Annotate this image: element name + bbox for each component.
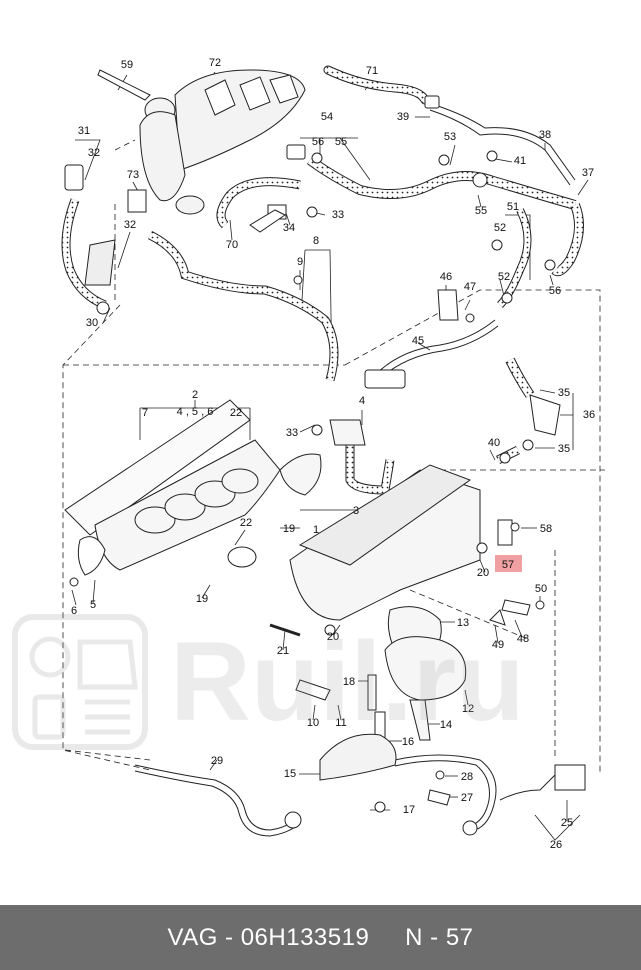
footer-bar: VAG - 06H133519 N - 57: [0, 905, 641, 970]
callout-58: 58: [540, 523, 552, 535]
callout-10: 10: [307, 717, 319, 729]
callout-22: 22: [230, 407, 242, 419]
callout-26: 26: [550, 839, 562, 851]
callout-11: 11: [335, 717, 346, 729]
callout-40: 40: [488, 437, 500, 449]
callout-48: 48: [517, 633, 529, 645]
callout-37: 37: [582, 167, 594, 179]
callout-46: 46: [440, 271, 452, 283]
callout-35: 35: [558, 387, 570, 399]
callout-6: 6: [71, 605, 77, 617]
callout-55: 55: [335, 136, 347, 148]
callout-45: 45: [412, 335, 424, 347]
callout-52: 52: [494, 222, 506, 234]
callout-56: 56: [549, 285, 561, 297]
callout-50: 50: [535, 583, 547, 595]
callout-4: 4: [359, 395, 365, 407]
callout-33: 33: [332, 209, 344, 221]
callout-59: 59: [121, 59, 133, 71]
callout-20: 20: [477, 567, 489, 579]
callout-19: 19: [196, 593, 208, 605]
small-parts: [64, 69, 586, 836]
highlight-box: [495, 555, 522, 572]
callout-22: 22: [240, 517, 252, 529]
callout-2: 2: [192, 389, 198, 401]
callout-54: 54: [321, 111, 333, 123]
part-number-label: VAG - 06H133519 N - 57: [167, 923, 474, 951]
pipes: [134, 104, 576, 837]
callout-35: 35: [558, 443, 570, 455]
dashed-guide-lines: [62, 139, 605, 775]
callout-4-5-6: 4 , 5 , 6: [177, 406, 214, 418]
callout-1: 1: [313, 524, 319, 536]
callout-18: 18: [343, 676, 355, 688]
callout-16: 16: [402, 736, 414, 748]
callout-51: 51: [507, 201, 519, 213]
callout-49: 49: [492, 639, 504, 651]
intake-manifold: [64, 399, 481, 741]
callout-15: 15: [284, 768, 296, 780]
callout-47: 47: [464, 281, 476, 293]
callout-34: 34: [283, 222, 295, 234]
callout-29: 29: [211, 755, 223, 767]
callout-19: 19: [283, 523, 295, 535]
callout-39: 39: [397, 111, 409, 123]
callout-38: 38: [539, 129, 551, 141]
callout-72: 72: [209, 57, 221, 69]
callout-21: 21: [277, 645, 289, 657]
callout-27: 27: [461, 792, 473, 804]
callout-41: 41: [514, 155, 526, 167]
callout-17: 17: [403, 804, 415, 816]
exploded-parts-drawing: 5972713938313254565553413773333470555152…: [61, 57, 605, 851]
callout-33: 33: [286, 427, 298, 439]
callout-5: 5: [90, 599, 96, 611]
callout-31: 31: [78, 125, 90, 137]
callout-55: 55: [475, 205, 487, 217]
callout-36: 36: [583, 409, 595, 421]
callout-13: 13: [457, 617, 469, 629]
hoses: [61, 65, 584, 495]
callout-3: 3: [353, 505, 359, 517]
callout-30: 30: [86, 317, 98, 329]
callout-56: 56: [312, 136, 324, 148]
callout-57: 57: [502, 559, 514, 571]
callout-12: 12: [462, 703, 474, 715]
callout-32: 32: [88, 147, 100, 159]
callout-8: 8: [313, 235, 319, 247]
callout-20: 20: [327, 631, 339, 643]
callout-32: 32: [124, 219, 136, 231]
callout-9: 9: [297, 256, 303, 268]
callout-73: 73: [127, 169, 139, 181]
callout-28: 28: [461, 771, 473, 783]
callout-53: 53: [444, 131, 456, 143]
callout-14: 14: [440, 719, 452, 731]
callout-25: 25: [561, 817, 573, 829]
callout-70: 70: [226, 239, 238, 251]
callout-7: 7: [142, 407, 148, 419]
turbocharger: [139, 69, 306, 215]
callout-71: 71: [366, 65, 378, 77]
callout-52: 52: [498, 271, 510, 283]
